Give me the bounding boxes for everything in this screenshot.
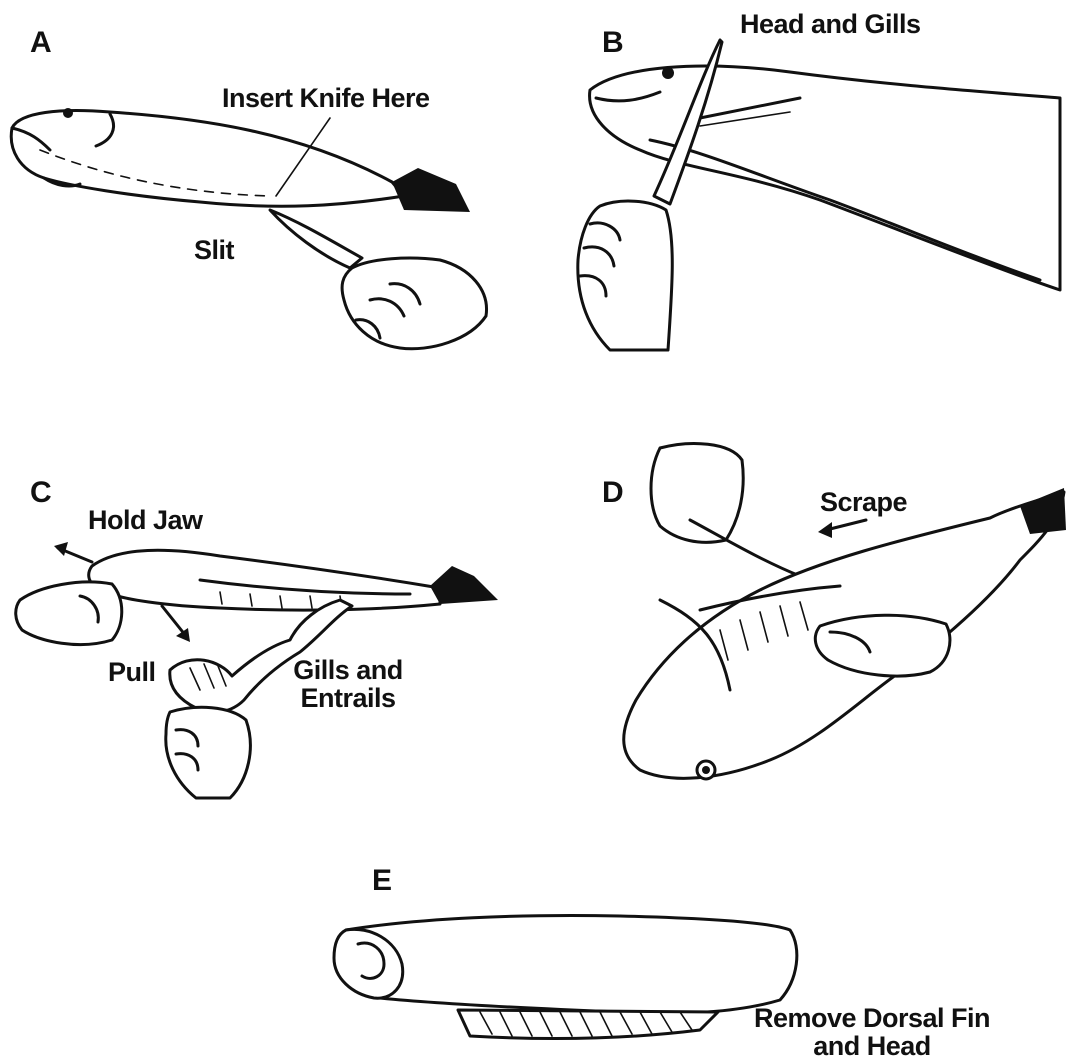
panel-c-fish [89, 550, 440, 610]
panel-b-letter: B [602, 26, 624, 60]
panel-a-knife [270, 210, 362, 268]
label-remove-line2: and Head [736, 1032, 1008, 1060]
panel-b-illustration [578, 40, 1060, 350]
label-gills-line2: Entrails [284, 684, 412, 712]
label-hold-jaw: Hold Jaw [88, 506, 203, 534]
panel-c-letter: C [30, 476, 52, 510]
panel-e-fish-body [335, 916, 796, 1014]
panel-a-letter: A [30, 26, 52, 60]
panel-c-left-hand [16, 582, 122, 645]
label-remove-line1: Remove Dorsal Fin [736, 1004, 1008, 1032]
panel-a-hand [342, 258, 486, 349]
label-head-and-gills: Head and Gills [740, 10, 921, 38]
panel-d-top-hand [651, 444, 743, 543]
panel-e-dorsal-fin [458, 1010, 718, 1038]
label-insert-knife-here: Insert Knife Here [222, 84, 430, 112]
label-scrape: Scrape [820, 488, 907, 516]
panel-a-illustration [11, 108, 486, 349]
panel-c-tail [430, 566, 498, 604]
label-gills-line1: Gills and [284, 656, 412, 684]
panel-d-letter: D [602, 476, 624, 510]
label-pull: Pull [108, 658, 156, 686]
label-slit: Slit [194, 236, 234, 264]
panel-e-illustration [334, 916, 797, 1039]
label-remove-dorsal-fin: Remove Dorsal Fin and Head [736, 1004, 1008, 1061]
label-gills-and-entrails: Gills and Entrails [284, 656, 412, 713]
panel-c-illustration [16, 542, 498, 798]
panel-e-letter: E [372, 864, 392, 898]
panel-a-tail [392, 168, 470, 212]
